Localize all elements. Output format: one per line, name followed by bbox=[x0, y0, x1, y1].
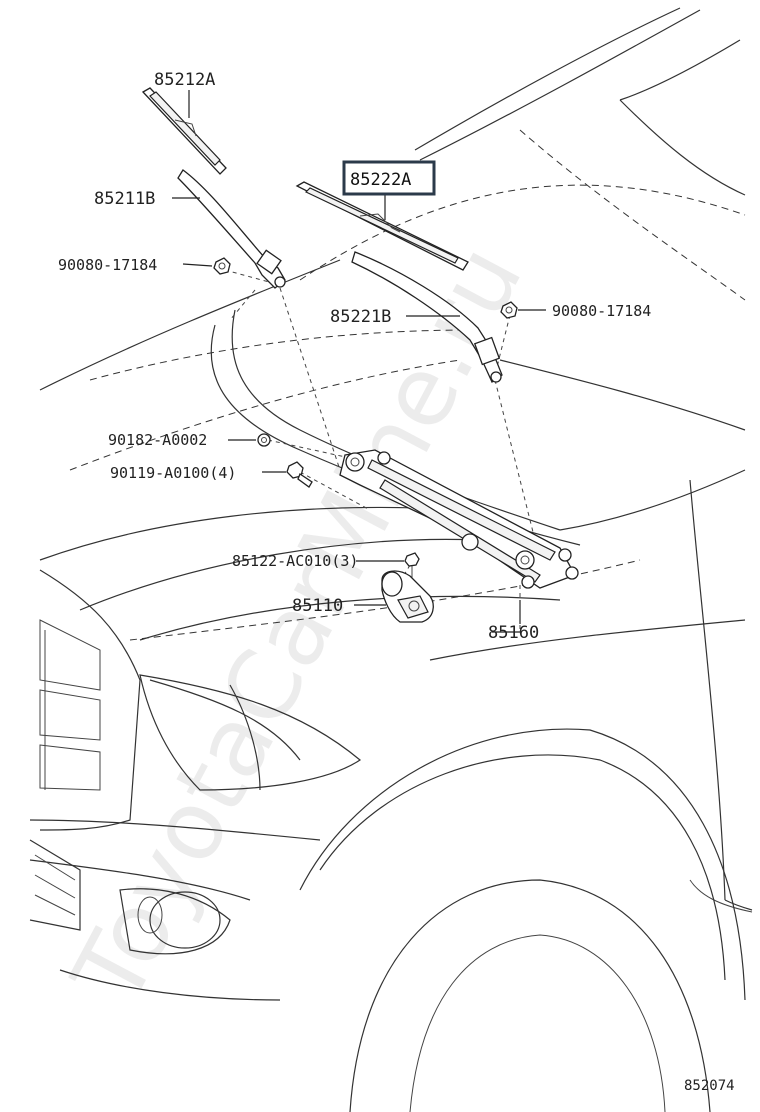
label-blade-right[interactable]: 85222A bbox=[350, 170, 411, 190]
label-arm-right[interactable]: 85221B bbox=[330, 307, 391, 327]
leader-lines bbox=[172, 90, 546, 633]
wiper-motor bbox=[381, 570, 434, 623]
label-motor[interactable]: 85110 bbox=[292, 596, 343, 616]
wiper-blade-left bbox=[141, 87, 227, 175]
watermark: ToyotaCarMine.ru bbox=[51, 228, 544, 1022]
cap bbox=[257, 433, 271, 447]
label-nut-right[interactable]: 90080-17184 bbox=[552, 302, 651, 320]
part-labels: 85212A 85211B 90080-17184 85222A 85221B … bbox=[58, 70, 651, 643]
nut-left bbox=[213, 257, 231, 275]
label-arm-left[interactable]: 85211B bbox=[94, 189, 155, 209]
wiper-link-assembly bbox=[339, 449, 579, 589]
bolt-motor bbox=[404, 552, 420, 578]
wiper-blade-right bbox=[295, 181, 469, 271]
label-link[interactable]: 85160 bbox=[488, 623, 539, 643]
label-blade-left[interactable]: 85212A bbox=[154, 70, 215, 90]
nut-right bbox=[500, 301, 518, 319]
label-cap[interactable]: 90182-A0002 bbox=[108, 431, 207, 449]
vehicle-outline bbox=[29, 7, 753, 1112]
bolt-link bbox=[286, 461, 313, 488]
wiper-arm-left bbox=[177, 169, 286, 289]
label-nut-left[interactable]: 90080-17184 bbox=[58, 256, 157, 274]
label-bolt-link[interactable]: 90119-A0100(4) bbox=[110, 464, 236, 482]
figure-code: 852074 bbox=[684, 1078, 735, 1094]
wiper-arm-right bbox=[351, 251, 503, 383]
highlight-box bbox=[342, 160, 436, 196]
label-bolt-motor[interactable]: 85122-AC010(3) bbox=[232, 552, 358, 570]
